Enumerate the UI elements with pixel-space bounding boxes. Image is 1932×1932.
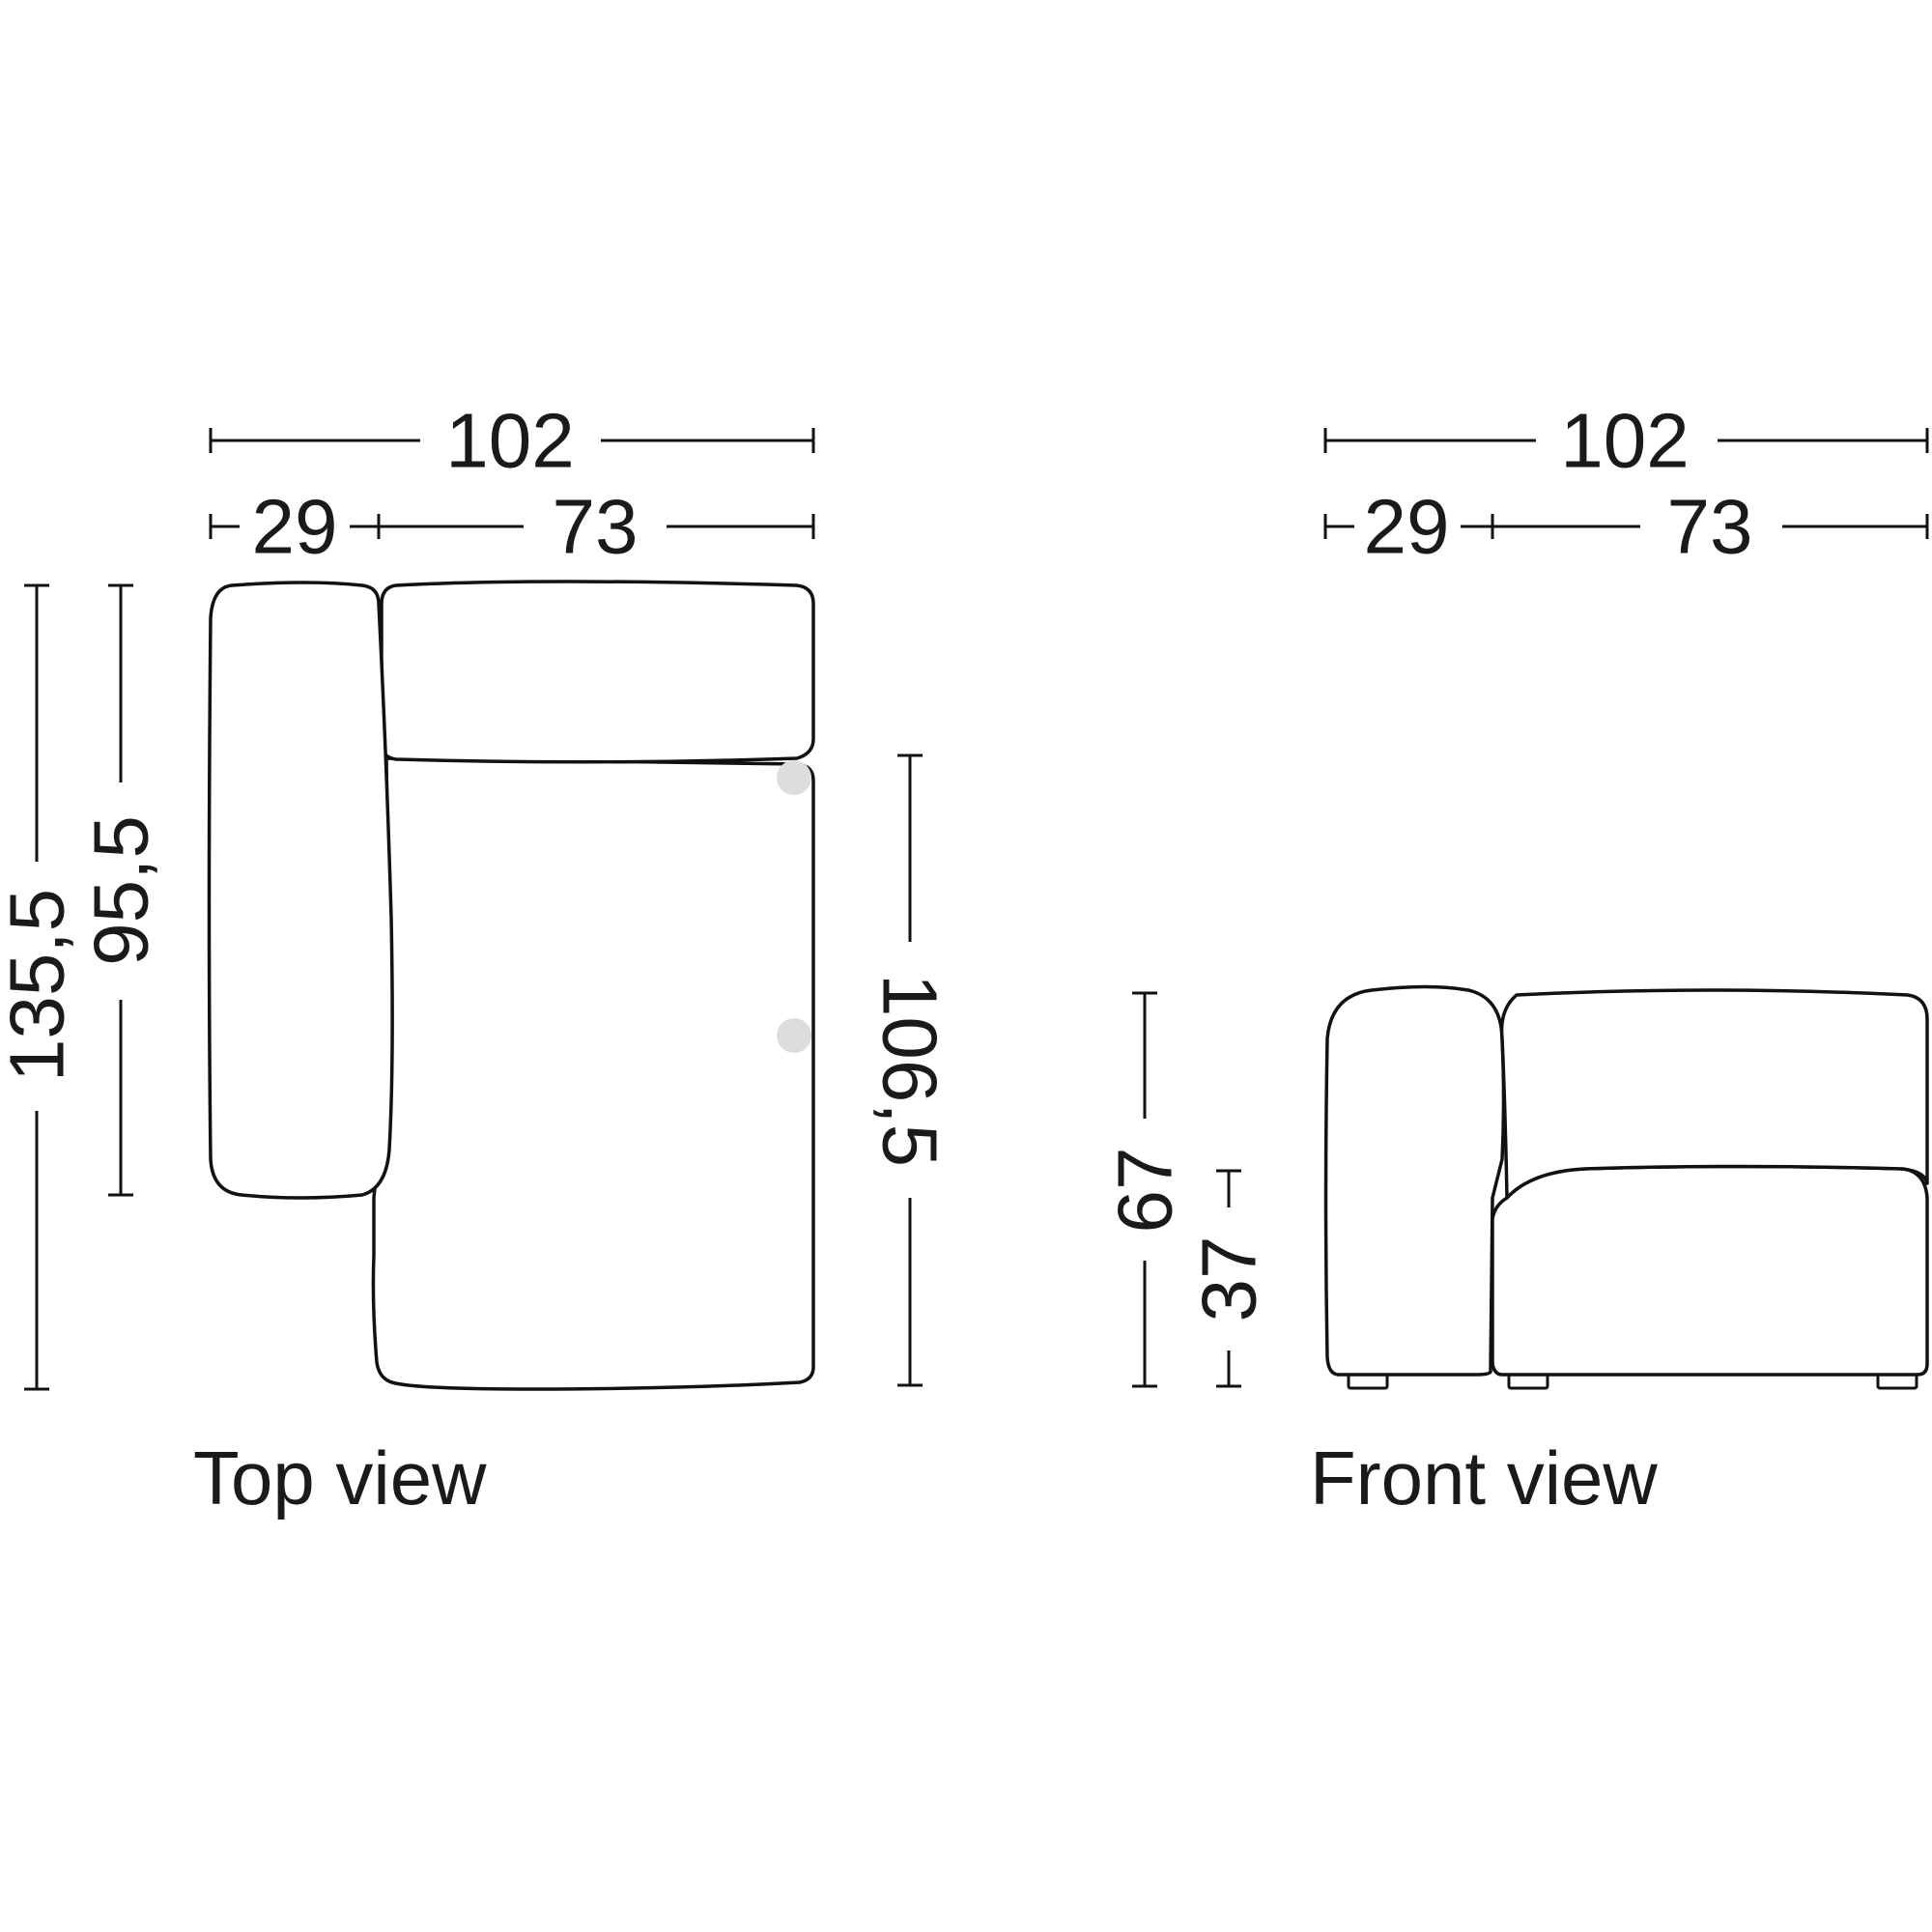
top-view-outline	[207, 580, 815, 1391]
top-width-total-dimension: 102	[209, 398, 815, 484]
front-view-caption: Front view	[1310, 1435, 1658, 1520]
top-view-backrest-outline	[380, 580, 815, 764]
top-width-seat-label: 73	[553, 484, 639, 570]
top-view-armrest-outline	[207, 581, 394, 1200]
top-width-arm-label: 29	[252, 484, 338, 570]
front-view-armrest-outline	[1323, 984, 1506, 1377]
front-height-total-label: 67	[1102, 1148, 1188, 1234]
front-view-backrest-outline	[1499, 988, 1929, 1200]
top-depth-arm-dimension: 95,5	[78, 583, 164, 1197]
front-width-total-dimension: 102	[1323, 398, 1929, 484]
front-width-total-label: 102	[1560, 398, 1689, 484]
front-view: 102 29 73 67 37	[1102, 398, 1929, 1520]
front-height-total-dimension: 67	[1102, 991, 1188, 1388]
top-view: 102 29 73 135,5 95,5	[0, 398, 953, 1521]
front-height-seat-dimension: 37	[1186, 1169, 1272, 1388]
top-depth-arm-label: 95,5	[78, 815, 164, 966]
front-width-arm-label: 29	[1364, 484, 1450, 570]
top-depth-total-label: 135,5	[0, 889, 80, 1082]
front-height-seat-label: 37	[1186, 1236, 1272, 1322]
top-depth-seat-dimension: 106,5	[867, 753, 953, 1387]
top-view-connector-marker-lower	[777, 1018, 811, 1053]
top-depth-total-dimension: 135,5	[0, 583, 80, 1391]
front-width-seat-label: 73	[1667, 484, 1753, 570]
top-view-connector-marker-upper	[777, 760, 811, 795]
front-view-seat-outline	[1491, 1164, 1929, 1377]
top-width-split-dimension: 29 73	[209, 484, 815, 570]
top-view-caption: Top view	[193, 1435, 487, 1520]
top-view-seat-outline	[371, 756, 815, 1391]
front-view-outline	[1323, 984, 1929, 1390]
top-depth-seat-label: 106,5	[867, 974, 953, 1167]
front-width-split-dimension: 29 73	[1323, 484, 1929, 570]
top-width-total-label: 102	[445, 398, 574, 484]
